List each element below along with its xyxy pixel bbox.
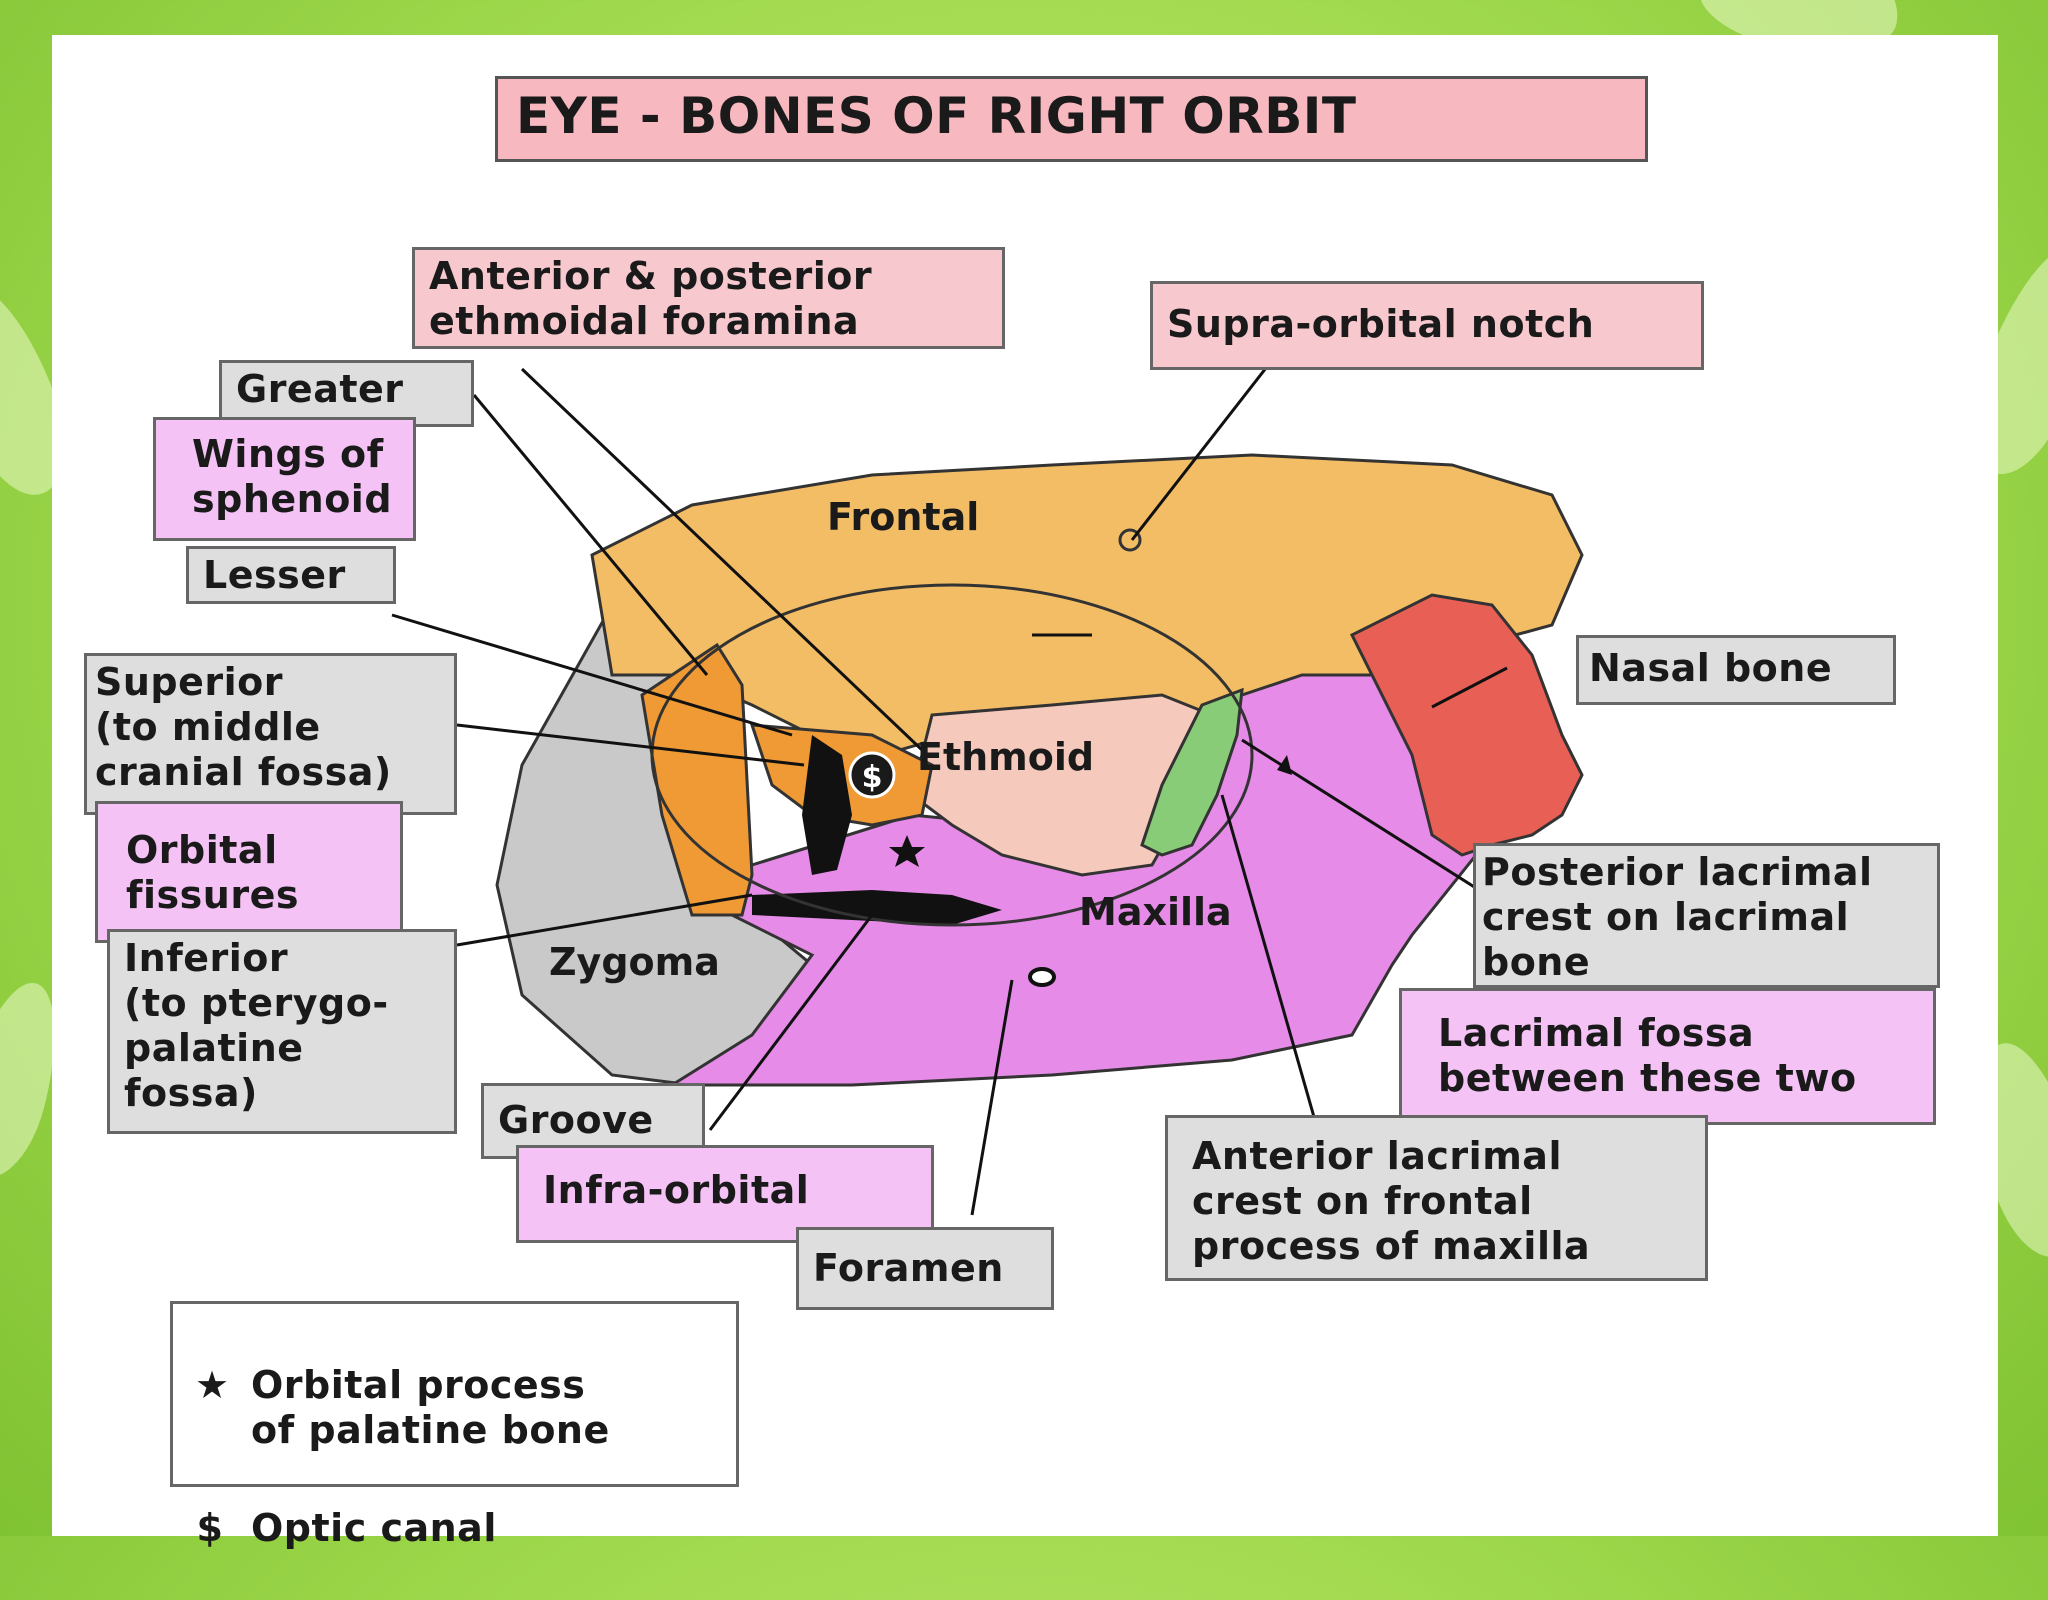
label-wings-of-sphenoid: Wings of sphenoid <box>153 417 416 541</box>
label-anterior-lacrimal-crest: Anterior lacrimal crest on frontal proce… <box>1165 1115 1708 1281</box>
region-frontal: Frontal <box>827 495 980 539</box>
label-lesser: Lesser <box>186 546 396 604</box>
slide-panel: $ EYE - BONES OF RIGHT ORBIT Anterior & … <box>52 35 1998 1550</box>
star-icon: ★ <box>195 1363 230 1407</box>
region-ethmoid: Ethmoid <box>917 735 1095 779</box>
label-posterior-lacrimal-crest: Posterior lacrimal crest on lacrimal bon… <box>1473 843 1940 988</box>
ethmoid-bone <box>910 693 1214 877</box>
region-maxilla: Maxilla <box>1079 890 1232 934</box>
optic-canal <box>848 751 896 799</box>
infraorbital-foramen <box>1028 967 1056 987</box>
superior-orbital-fissure <box>802 735 852 875</box>
palatine-star-icon <box>889 835 925 867</box>
leader-lines <box>391 349 1508 1216</box>
diagram-title: EYE - BONES OF RIGHT ORBIT <box>495 76 1648 162</box>
label-orbital-fissures: Orbital fissures <box>95 801 403 943</box>
label-lacrimal-fossa: Lacrimal fossa between these two <box>1399 988 1936 1125</box>
legend-item-optic-canal: $ Optic canal <box>195 1506 714 1551</box>
inferior-orbital-fissure <box>752 890 1002 925</box>
optic-canal-symbol: $ <box>862 760 883 795</box>
legend-text-optic-canal: Optic canal <box>251 1506 497 1550</box>
frontal-bone <box>590 453 1584 757</box>
nasal-bone <box>1349 593 1584 857</box>
dollar-icon: $ <box>196 1506 224 1550</box>
label-supraorbital-notch: Supra-orbital notch <box>1150 281 1704 370</box>
region-zygoma: Zygoma <box>549 940 720 984</box>
label-superior-fissure: Superior (to middle cranial fossa) <box>84 653 457 815</box>
legend-text-palatine: Orbital process of palatine bone <box>251 1363 610 1452</box>
legend-item-palatine: ★ Orbital process of palatine bone <box>195 1363 714 1453</box>
label-inferior-fissure: Inferior (to pterygo- palatine fossa) <box>107 929 457 1134</box>
label-foramen: Foramen <box>796 1227 1054 1310</box>
supraorbital-notch <box>1118 528 1142 552</box>
label-infra-orbital: Infra-orbital <box>516 1145 934 1243</box>
legend: ★ Orbital process of palatine bone $ Opt… <box>170 1301 739 1550</box>
orbital-rim <box>650 583 1254 927</box>
label-ethmoidal-foramina: Anterior & posterior ethmoidal foramina <box>412 247 1005 349</box>
label-nasal-bone: Nasal bone <box>1576 635 1896 705</box>
label-greater: Greater <box>219 360 474 427</box>
orbit-diagram: $ <box>391 349 1584 1216</box>
